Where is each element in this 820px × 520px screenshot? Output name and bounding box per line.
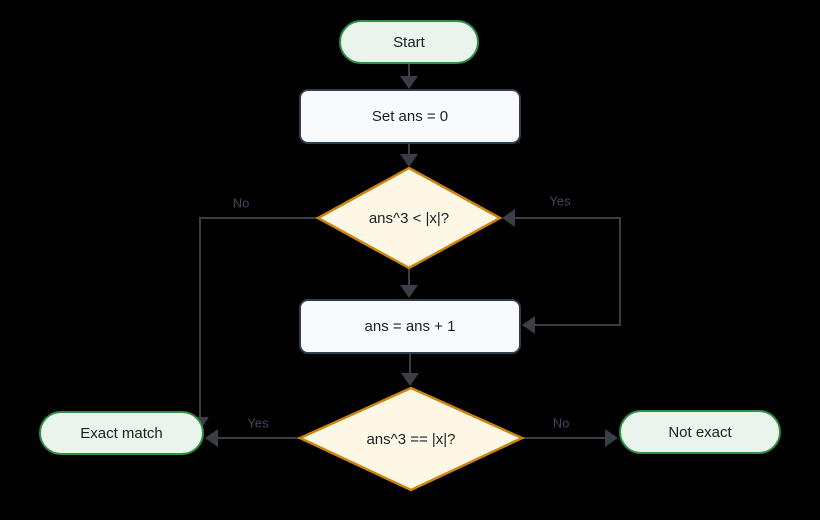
arrowhead-into-not-exact — [605, 429, 618, 447]
arrowhead-into-loop-condition — [400, 154, 418, 167]
arrowhead-into-init — [400, 76, 418, 89]
arrowhead-into-exact-match-right — [205, 429, 218, 447]
edge-loop-no-to-exact-match — [199, 217, 318, 417]
arrowhead-into-loop-condition-right — [502, 209, 515, 227]
node-start-shape — [339, 20, 479, 64]
node-init-shape — [299, 89, 521, 144]
node-exact-match-shape — [39, 411, 204, 455]
arrowhead-into-equality-check — [401, 373, 419, 386]
arrowhead-into-increment-top — [400, 285, 418, 298]
edge-loop-yes-right-side — [514, 217, 621, 326]
arrowhead-into-increment-right — [522, 316, 535, 334]
node-not-exact-shape — [619, 410, 781, 454]
node-increment-shape — [299, 299, 521, 354]
node-loop-condition-shape — [315, 166, 503, 270]
node-equality-check-shape — [297, 386, 525, 492]
